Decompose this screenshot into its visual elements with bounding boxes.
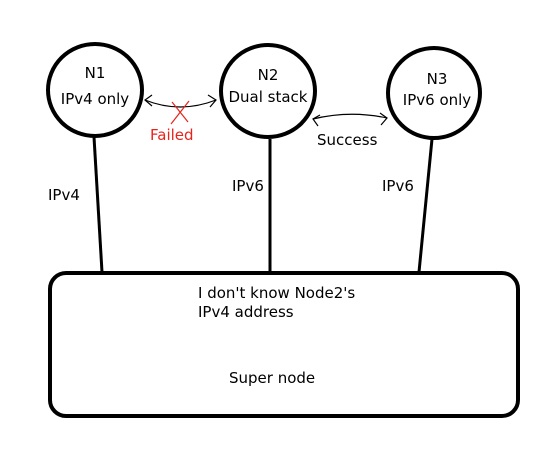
uplink-label-n3: IPv6 bbox=[382, 177, 414, 195]
node-n2-id: N2 bbox=[257, 66, 279, 84]
failed-cross-2 bbox=[170, 100, 190, 125]
node-n3-id: N3 bbox=[426, 70, 448, 88]
n1-n2-arrowhead-left bbox=[144, 94, 153, 107]
n2-n3-arrowhead-right bbox=[379, 112, 388, 126]
node-n3-circle bbox=[386, 46, 482, 140]
n2-n3-arrowhead-left bbox=[312, 114, 321, 127]
node-n1-circle bbox=[46, 42, 144, 138]
uplink-label-n1: IPv4 bbox=[48, 186, 80, 204]
uplink-line-n3 bbox=[417, 138, 434, 273]
node-n2-type: Dual stack bbox=[228, 88, 308, 106]
super-node-label: Super node bbox=[229, 369, 316, 387]
super-node-note-line2: IPv4 address bbox=[198, 303, 294, 321]
uplink-line-n1 bbox=[92, 136, 104, 273]
super-node-box bbox=[48, 271, 520, 418]
link-status-success: Success bbox=[317, 131, 378, 149]
node-n2-circle bbox=[219, 43, 317, 139]
uplink-label-n2: IPv6 bbox=[232, 177, 264, 195]
node-n1-type: IPv4 only bbox=[60, 90, 130, 108]
n1-n2-arrowhead-right bbox=[207, 94, 217, 108]
n1-n2-arc bbox=[144, 99, 217, 108]
link-status-failed: Failed bbox=[150, 126, 194, 144]
node-n3-type: IPv6 only bbox=[402, 91, 472, 109]
node-n1-id: N1 bbox=[84, 64, 106, 82]
super-node-note-line1: I don't know Node2's bbox=[198, 284, 356, 302]
n2-n3-arc bbox=[312, 113, 388, 120]
